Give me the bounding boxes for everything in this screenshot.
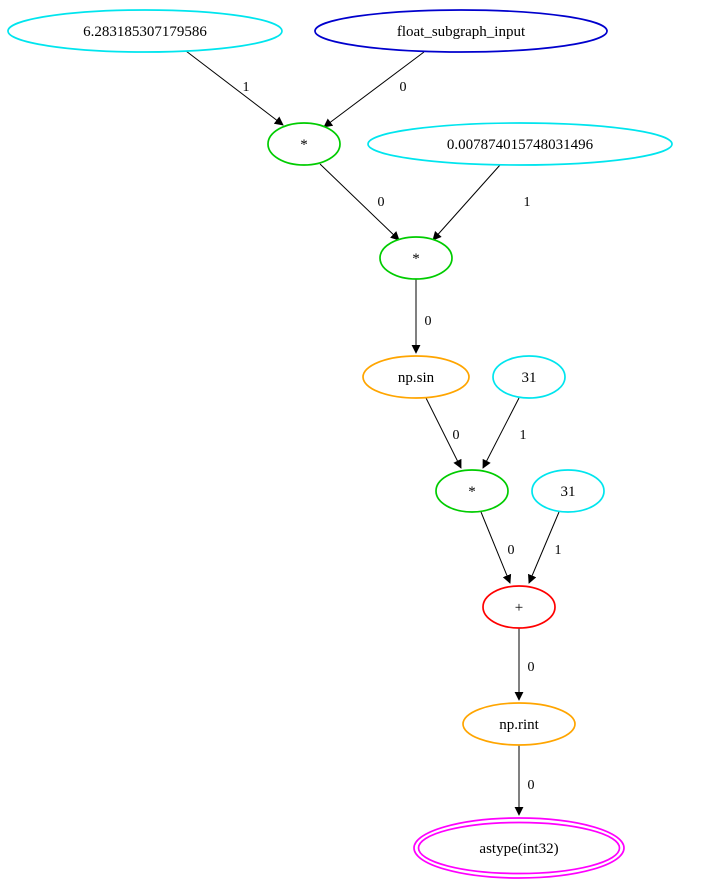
edge-const-31-a-to-mul-3: 1 — [482, 397, 527, 469]
node-label: + — [515, 600, 523, 616]
edge-mul-3-to-add: 0 — [480, 511, 515, 584]
node-np-rint: np.rint — [462, 702, 576, 746]
edge-port-label: 0 — [400, 80, 407, 95]
edge-mul-1-to-mul-2: 0 — [319, 163, 400, 241]
edge-port-label: 0 — [528, 778, 535, 793]
node-label: * — [468, 484, 476, 500]
node-label: 0.007874015748031496 — [447, 137, 594, 153]
node-ellipse — [314, 9, 608, 53]
edge-port-label: 1 — [243, 80, 250, 95]
node-label: astype(int32) — [479, 841, 558, 857]
node-ellipse — [267, 122, 341, 166]
edge-mul-2-to-np-sin: 0 — [411, 279, 432, 354]
edge-np-sin-to-mul-3: 0 — [425, 397, 462, 469]
edge-port-label: 1 — [524, 195, 531, 210]
edge-np-rint-to-astype-int32: 0 — [514, 745, 535, 816]
edge-port-label: 0 — [425, 314, 432, 329]
node-ellipse — [367, 122, 673, 166]
edge-port-label: 1 — [555, 543, 562, 558]
node-np-sin: np.sin — [362, 355, 470, 399]
node-const-31-a: 31 — [492, 355, 566, 399]
node-mul-1: * — [267, 122, 341, 166]
node-add: + — [482, 585, 556, 629]
node-mul-2: * — [379, 236, 453, 280]
edge-port-label: 0 — [378, 195, 385, 210]
node-astype-int32: astype(int32) — [413, 817, 625, 879]
edge-port-label: 0 — [453, 428, 460, 443]
node-label: 31 — [561, 484, 576, 500]
node-label: np.sin — [398, 370, 435, 386]
node-float-subgraph-input: float_subgraph_input — [314, 9, 608, 53]
edge-line — [319, 163, 400, 241]
edge-const-31-b-to-add: 1 — [528, 511, 562, 584]
edge-float-subgraph-input-to-mul-1: 0 — [323, 51, 425, 128]
node-ellipse — [482, 585, 556, 629]
edge-add-to-np-rint: 0 — [514, 628, 535, 701]
edge-const-6-283185307179586-to-mul-1: 1 — [185, 50, 284, 126]
edge-line — [528, 511, 560, 584]
node-const-0-007874015748031496: 0.007874015748031496 — [367, 122, 673, 166]
node-ellipse — [7, 9, 283, 53]
edge-port-label: 0 — [508, 543, 515, 558]
node-const-6-283185307179586: 6.283185307179586 — [7, 9, 283, 53]
node-label: 6.283185307179586 — [83, 24, 207, 40]
node-ellipse — [379, 236, 453, 280]
node-label: np.rint — [499, 717, 539, 733]
node-ellipse — [435, 469, 509, 513]
node-label: * — [412, 251, 420, 267]
node-ellipse — [362, 355, 470, 399]
node-label: * — [300, 137, 308, 153]
node-ellipse — [462, 702, 576, 746]
node-ellipse — [413, 817, 625, 879]
node-mul-3: * — [435, 469, 509, 513]
node-label: float_subgraph_input — [397, 24, 526, 40]
node-ellipse — [531, 469, 605, 513]
node-label: 31 — [522, 370, 537, 386]
edge-line — [480, 511, 512, 584]
node-const-31-b: 31 — [531, 469, 605, 513]
edge-line — [185, 50, 284, 126]
edge-line — [425, 397, 462, 469]
edge-line — [323, 51, 425, 128]
node-ellipse — [492, 355, 566, 399]
node-ellipse-inner — [417, 821, 621, 875]
edge-const-0-007874015748031496-to-mul-2: 1 — [432, 164, 531, 241]
edge-line — [482, 397, 520, 469]
edge-line — [432, 164, 501, 241]
edge-port-label: 1 — [520, 428, 527, 443]
edge-port-label: 0 — [528, 660, 535, 675]
